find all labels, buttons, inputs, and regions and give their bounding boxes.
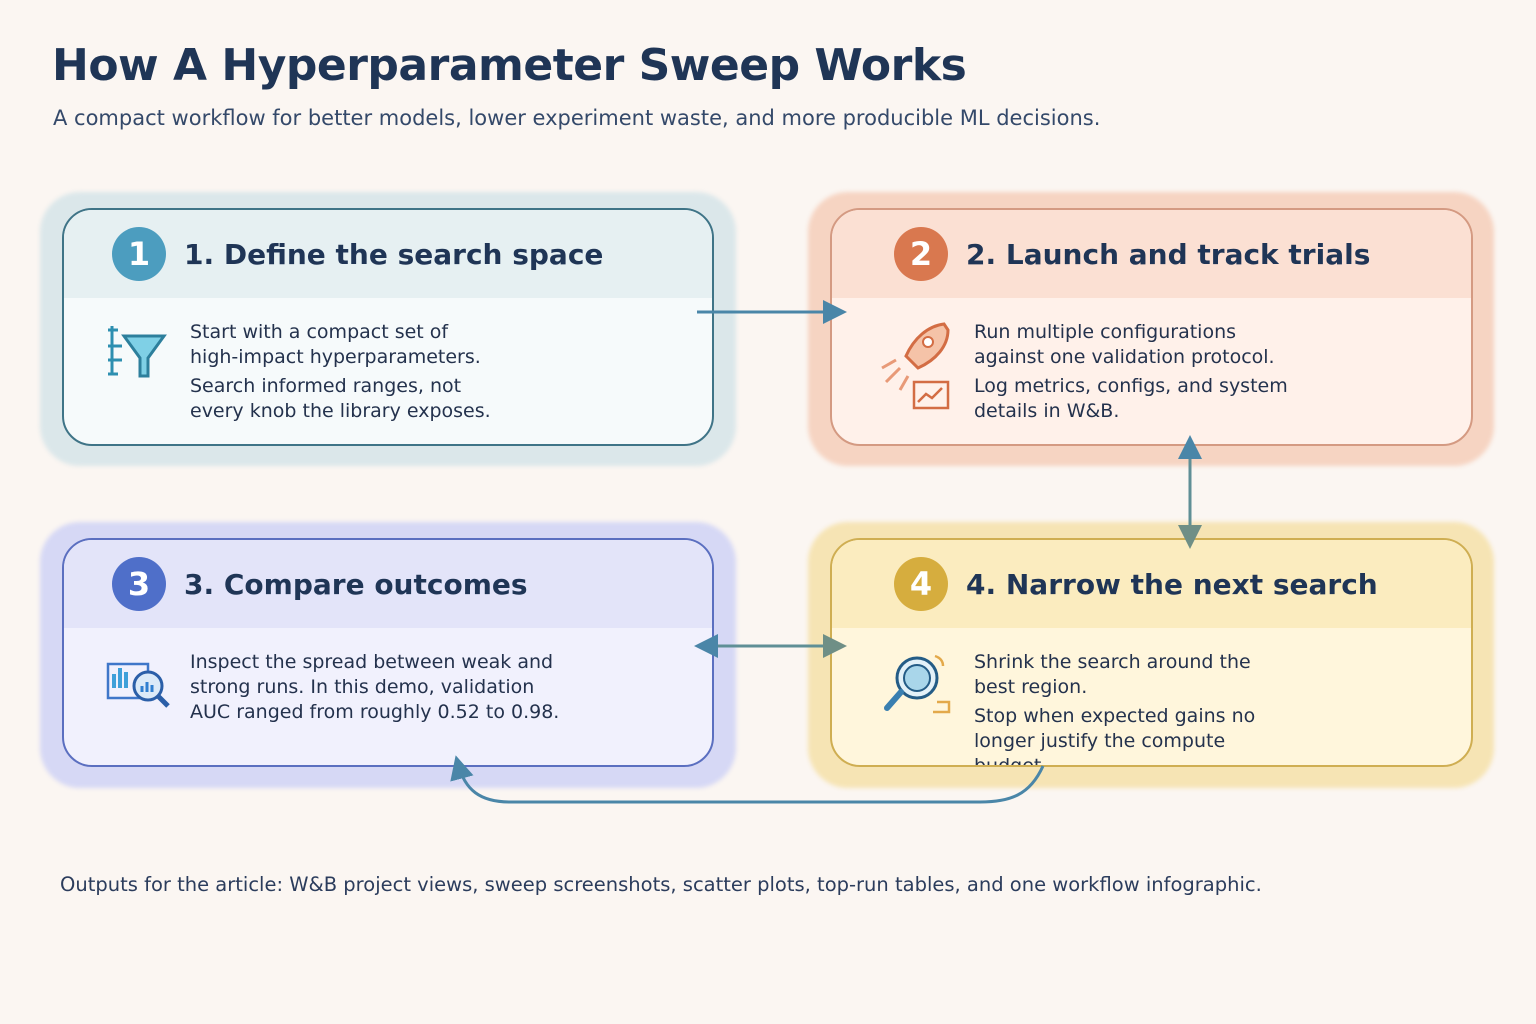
- footer-note: Outputs for the article: W&B project vie…: [60, 873, 1262, 896]
- funnel-icon: [108, 326, 167, 378]
- step-number-badge: 1: [112, 227, 166, 281]
- step-title: 2. Launch and track trials: [966, 237, 1371, 271]
- step-text: Run multiple configurations against one …: [974, 321, 1275, 368]
- step-number-badge: 2: [894, 227, 948, 281]
- step-text: Log metrics, configs, and system details…: [974, 375, 1288, 422]
- step-title: 4. Narrow the next search: [966, 567, 1378, 601]
- step-card-1: 1 1. Define the search space Start with …: [62, 208, 714, 446]
- step-text: Stop when expected gains no longer justi…: [974, 705, 1256, 767]
- step-text: Search informed ranges, not every knob t…: [190, 375, 491, 422]
- arrow-step4-to-step3: [450, 755, 1045, 804]
- chart-magnifier-icon: [106, 662, 170, 708]
- step-number-badge: 3: [112, 557, 166, 611]
- step-text: Start with a compact set of high-impact …: [190, 321, 481, 368]
- step-text: Shrink the search around the best region…: [974, 651, 1251, 698]
- step-card-3: 3 3. Compare outcomes Inspect the spread…: [62, 538, 714, 767]
- step-card-2: 2 2. Launch and track trials Run multipl…: [830, 208, 1473, 446]
- page-title: How A Hyperparameter Sweep Works: [52, 40, 967, 91]
- step-number-badge: 4: [894, 557, 948, 611]
- page-subtitle: A compact workflow for better models, lo…: [53, 106, 1101, 130]
- rocket-icon: [881, 322, 950, 410]
- step-title: 3. Compare outcomes: [184, 567, 528, 601]
- step-card-4: 4 4. Narrow the next search Shrink the s…: [830, 538, 1473, 767]
- step-text: Inspect the spread between weak and stro…: [190, 651, 560, 723]
- step-title: 1. Define the search space: [184, 237, 604, 271]
- magnifier-icon: [884, 654, 951, 714]
